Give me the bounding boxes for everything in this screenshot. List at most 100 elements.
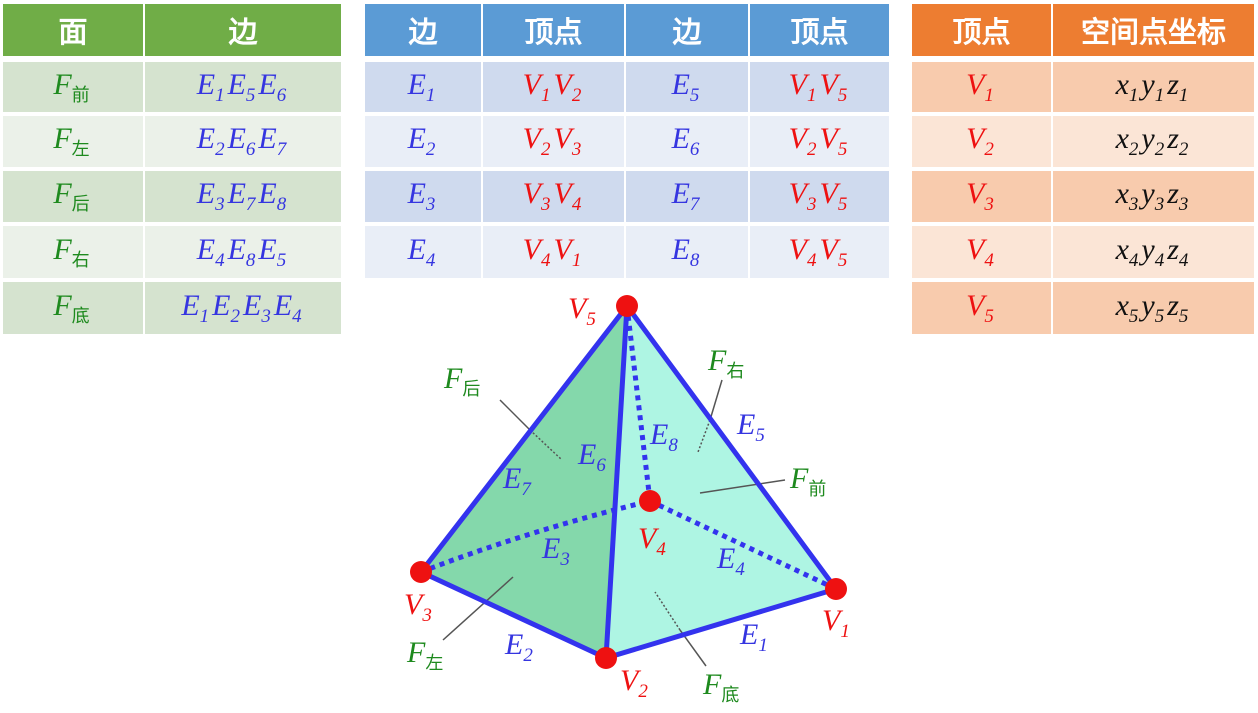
math-term: z2 <box>1167 122 1189 160</box>
label-e8: E8 <box>650 418 681 457</box>
edge-e1 <box>603 586 839 661</box>
vertex-v4-dot <box>639 490 661 512</box>
math-term: y1 <box>1141 67 1165 106</box>
math-term: x3 <box>1115 177 1139 215</box>
math-term: V4 <box>522 232 551 271</box>
math-term: E1 <box>196 67 225 106</box>
math-term: E7 <box>503 462 531 500</box>
math-term: F底 <box>703 668 740 706</box>
math-term: E1 <box>740 618 768 656</box>
label-f-bottom: F底 <box>703 668 742 707</box>
table-cell: V5 <box>912 282 1051 334</box>
math-term: E8 <box>650 418 678 456</box>
math-term: E7 <box>671 177 700 215</box>
column-header: 顶点 <box>750 4 889 56</box>
math-term: z1 <box>1167 67 1189 106</box>
math-term: E2 <box>212 288 240 327</box>
math-term: x1 <box>1115 67 1139 106</box>
table-cell: V4 <box>912 226 1051 278</box>
table-cell: E4 <box>365 226 481 278</box>
math-term: E4 <box>717 542 745 580</box>
table-cell: F前 <box>3 62 143 112</box>
vertex-v5-dot <box>616 295 638 317</box>
table-cell: V3 <box>912 171 1051 222</box>
label-f-right: F右 <box>708 344 747 383</box>
leader-f-front <box>699 479 786 494</box>
column-header: 顶点 <box>912 4 1051 56</box>
label-v4: V4 <box>638 522 669 561</box>
math-term: x4 <box>1115 232 1139 271</box>
math-term: E6 <box>258 67 287 106</box>
column-header: 空间点坐标 <box>1053 4 1254 56</box>
edge-e6 <box>603 303 630 661</box>
math-term: x2 <box>1115 122 1139 160</box>
table-cell: E6 <box>626 116 748 167</box>
leader-f-right-dotted <box>697 419 711 453</box>
math-term: V1 <box>966 67 994 106</box>
math-term: E5 <box>671 67 700 106</box>
table-cell: E3 <box>365 171 481 222</box>
math-term: F右 <box>53 232 90 271</box>
math-term: E3 <box>196 177 225 215</box>
math-term: V5 <box>819 177 848 215</box>
math-term: V1 <box>822 604 850 642</box>
math-term: z5 <box>1167 288 1189 327</box>
math-term: E3 <box>243 288 271 327</box>
math-term: E8 <box>258 177 287 215</box>
math-term: y3 <box>1141 177 1165 215</box>
math-term: V1 <box>553 232 582 271</box>
column-header: 面 <box>3 4 143 56</box>
math-term: V5 <box>819 122 848 160</box>
column-header: 边 <box>365 4 481 56</box>
vertex-v1-dot <box>825 578 847 600</box>
math-term: E5 <box>737 408 765 446</box>
math-term: V5 <box>819 67 848 106</box>
math-term: E5 <box>258 232 287 271</box>
label-e5: E5 <box>737 408 768 447</box>
math-term: V5 <box>568 292 596 330</box>
math-term: F左 <box>407 636 444 674</box>
table-cell: E2 <box>365 116 481 167</box>
math-term: z3 <box>1167 177 1189 215</box>
leader-f-right <box>709 379 723 421</box>
label-f-front: F前 <box>790 462 829 501</box>
math-term: E2 <box>196 122 225 160</box>
label-v2: V2 <box>620 664 651 703</box>
label-v1: V1 <box>822 604 853 643</box>
math-term: V2 <box>966 122 994 160</box>
table-cell: E7 <box>626 171 748 222</box>
label-v5: V5 <box>568 292 599 331</box>
math-term: V4 <box>788 232 817 271</box>
table-cell: F后 <box>3 171 143 222</box>
math-term: V2 <box>788 122 817 160</box>
front-right-face <box>606 306 836 658</box>
math-term: F前 <box>53 67 90 106</box>
math-term: F左 <box>53 122 90 160</box>
table-cell: E8 <box>626 226 748 278</box>
math-term: E2 <box>407 122 436 160</box>
math-term: V2 <box>522 122 551 160</box>
math-term: E6 <box>671 122 700 160</box>
math-term: V4 <box>553 177 582 215</box>
leader-f-back-dotted <box>529 429 563 461</box>
column-header: 顶点 <box>483 4 624 56</box>
label-f-left: F左 <box>407 636 446 675</box>
math-term: E6 <box>578 438 606 476</box>
table-cell: E5 <box>626 62 748 112</box>
math-term: F前 <box>790 462 827 500</box>
leader-f-bottom-dotted <box>654 591 681 631</box>
table-cell: E1 <box>365 62 481 112</box>
